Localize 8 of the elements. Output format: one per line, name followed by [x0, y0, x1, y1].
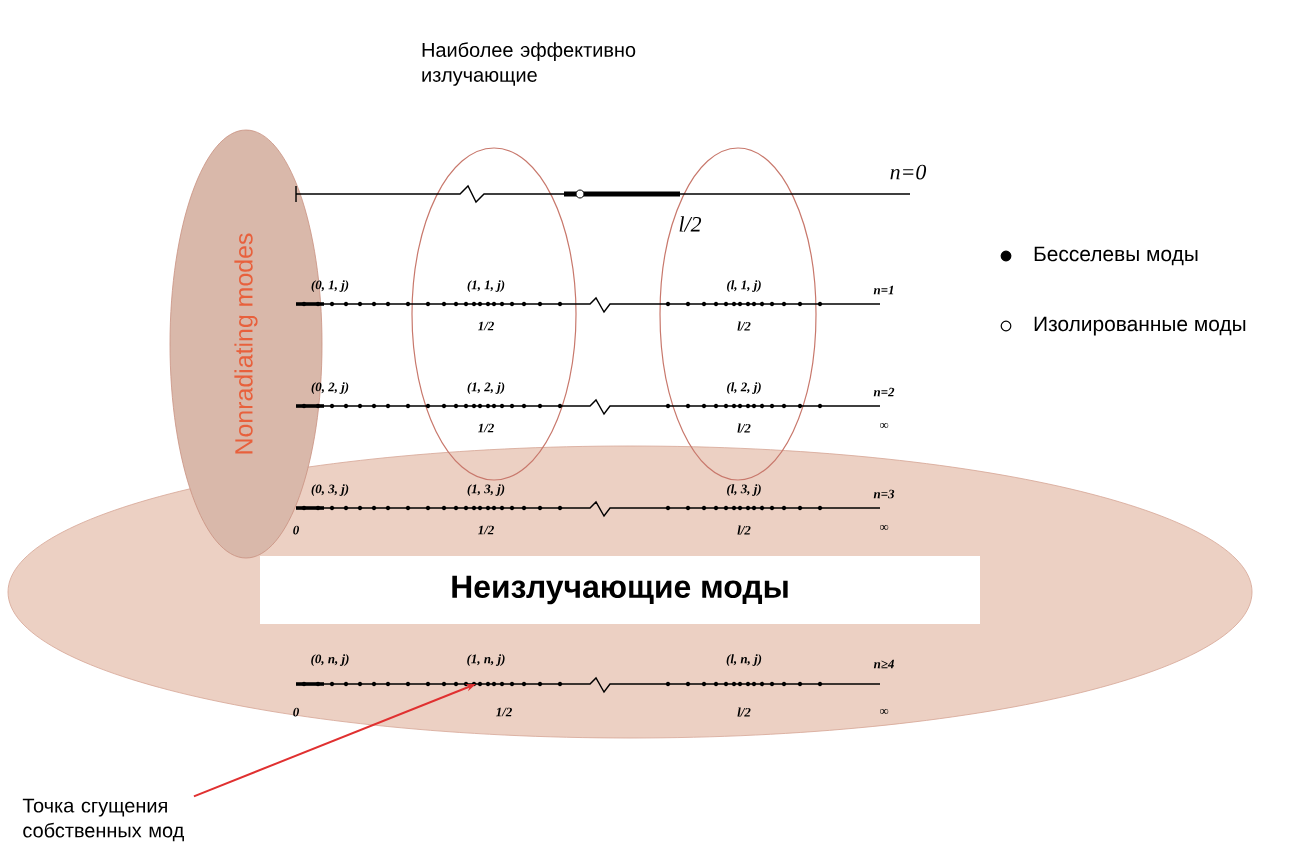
axis-label: n=0 — [890, 164, 927, 180]
legend-text: Бесселевы моды — [1034, 246, 1198, 266]
heading-text: Наиболее эффективно излучающие — [422, 42, 636, 86]
legend-text: Изолированные моды — [1034, 316, 1246, 336]
outline-ellipse — [411, 147, 577, 481]
callout-text: Точка сгущения собственных мод — [22, 798, 184, 842]
outline-ellipse — [659, 147, 817, 481]
axis-label: l/2 — [679, 216, 702, 232]
